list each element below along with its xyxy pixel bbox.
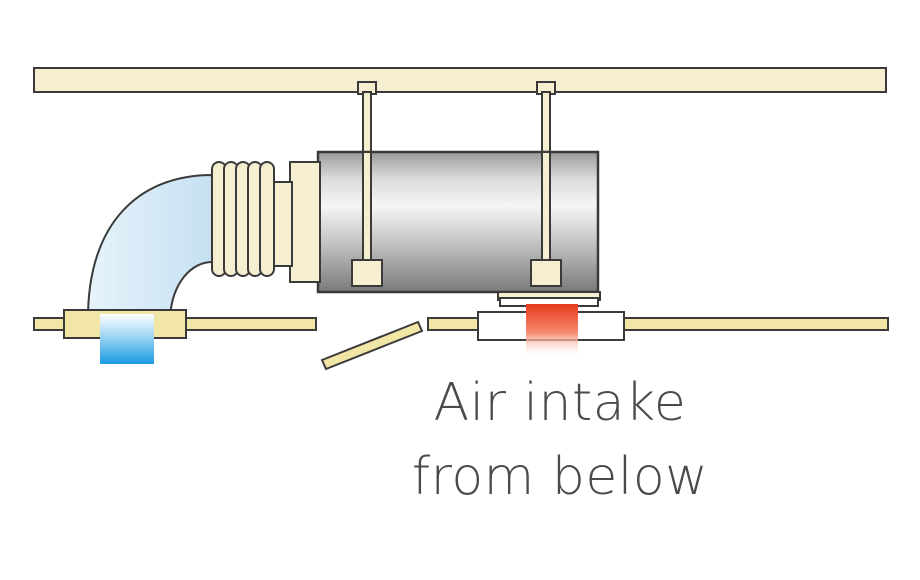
hanger-rod-front-right — [541, 151, 551, 263]
air-flow-arrow-hot — [526, 304, 578, 356]
ceiling-beam — [33, 67, 887, 93]
duct-elbow — [86, 173, 213, 319]
access-hatch — [320, 320, 424, 371]
intake-neck — [497, 291, 601, 307]
bracket-left — [351, 259, 383, 287]
flexible-duct — [211, 161, 275, 277]
heater-collar-outer — [289, 161, 321, 283]
hanger-rod-front-left — [362, 151, 372, 263]
bracket-right — [530, 259, 562, 287]
caption-line-1: Air intake — [433, 373, 687, 433]
air-flow-arrow-cold — [100, 314, 154, 364]
caption-line-2: from below — [411, 447, 709, 507]
diagram-caption: Air intake from below — [370, 366, 750, 514]
